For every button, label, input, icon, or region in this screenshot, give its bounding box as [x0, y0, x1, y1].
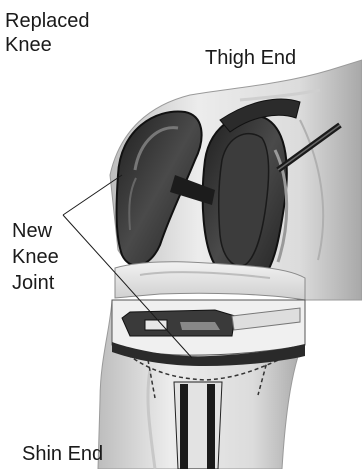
tibial-component-icon [112, 262, 305, 366]
thigh-end-label: Thigh End [205, 46, 296, 70]
title-line-2: Knee [5, 33, 52, 57]
title-line-1: Replaced [5, 9, 90, 33]
joint-label-line-2: Knee [12, 245, 59, 269]
joint-label-line-1: New [12, 219, 52, 243]
joint-label-line-3: Joint [12, 271, 54, 295]
shin-end-label: Shin End [22, 442, 103, 466]
